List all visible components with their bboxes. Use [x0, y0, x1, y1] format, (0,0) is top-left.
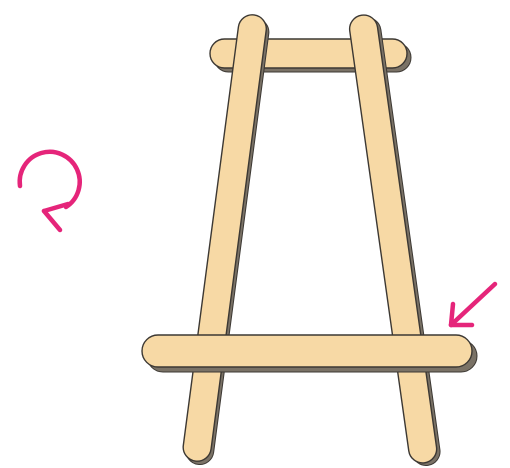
- left-leg-stick: [182, 14, 270, 466]
- rotate-clockwise-arrow-icon: [17, 149, 82, 233]
- pointing-arrow-icon: [448, 281, 498, 328]
- bottom-crossbar-stick: [141, 334, 478, 373]
- right-leg-stick: [348, 14, 441, 466]
